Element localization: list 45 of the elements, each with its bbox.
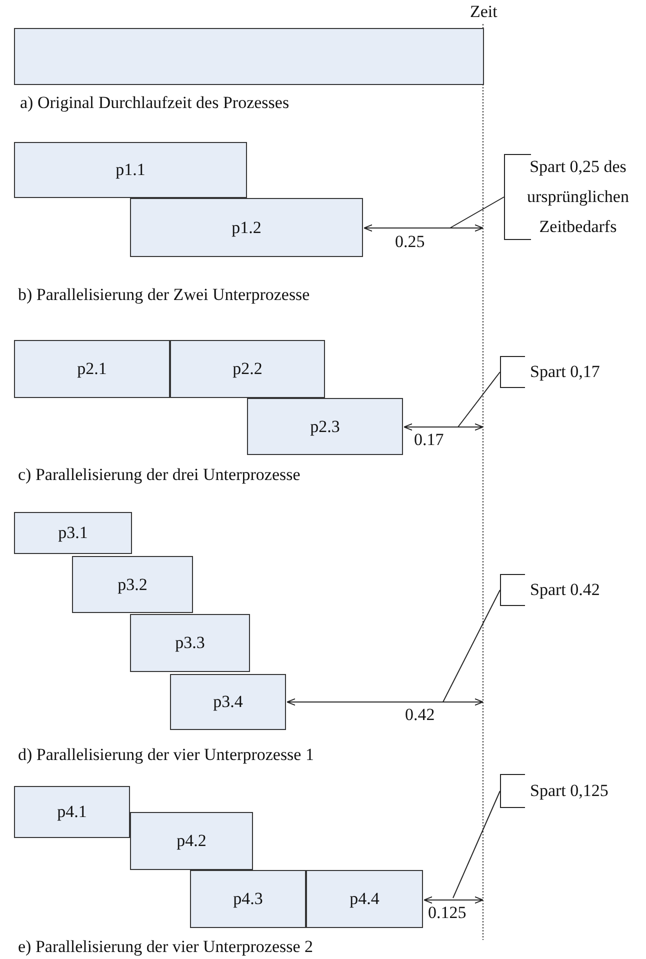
process-label: p1.2 [232,218,262,238]
process-label: p2.2 [232,359,262,379]
callout-text: Spart 0,17 [530,361,600,383]
process-label: p2.3 [310,416,340,436]
process-label: p3.2 [118,574,148,594]
process-label: p4.4 [350,889,380,909]
process-bar [14,786,130,838]
process-bar [130,614,250,672]
dimension-value: 0.125 [428,903,466,923]
leader-line [442,590,500,702]
process-label: p4.1 [57,802,87,822]
process-bar [14,142,247,198]
process-bar [190,870,306,928]
process-bar [130,198,363,257]
caption: c) Parallelisierung der drei Unterprozesse [18,465,300,485]
process-bar [72,556,193,613]
process-label: p4.2 [176,831,206,851]
process-label: p3.1 [58,523,88,543]
leader-line [452,790,500,898]
process-bar [14,28,484,85]
caption: b) Parallelisierung der Zwei Unterprozesse [18,285,310,305]
process-bar [14,512,132,554]
caption: e) Parallelisierung der vier Unterprozesse 2 [18,937,314,957]
callout-text: Spart 0,25 des ursprünglichen Zeitbedarfs [526,156,630,238]
process-label: p3.3 [175,633,205,653]
callout-text: Spart 0.42 [530,579,600,601]
callout-text: Spart 0,125 [530,780,608,802]
process-label: p4.3 [233,889,263,909]
process-bar [306,870,423,928]
dimension-value: 0.17 [414,430,444,450]
process-bar [170,340,325,398]
process-label: p2.1 [77,359,107,379]
process-label: p3.4 [213,692,243,712]
process-bar [247,398,403,455]
caption: a) Original Durchlaufzeit des Prozesses [20,93,290,113]
process-bar [14,340,170,398]
leader-line [450,196,504,228]
axis-label: Zeit [470,2,498,22]
leader-line [458,372,500,428]
process-bar [130,812,253,870]
process-label: p1.1 [116,160,146,180]
dimension-value: 0.25 [395,232,425,252]
caption: d) Parallelisierung der vier Unterprozesse 1 [18,745,314,765]
dimension-value: 0.42 [405,705,435,725]
process-bar [170,674,286,730]
